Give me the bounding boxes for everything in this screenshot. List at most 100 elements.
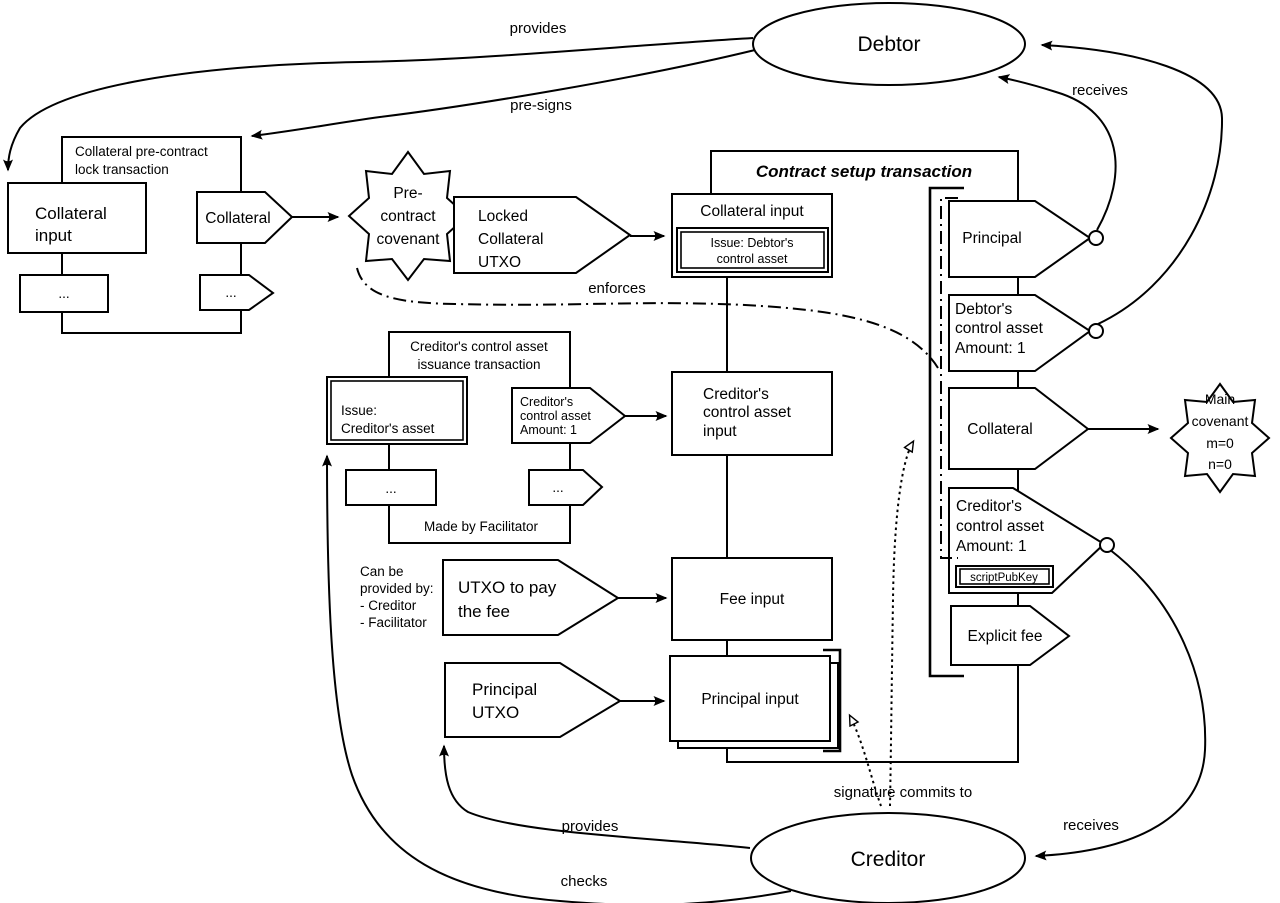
main-covenant-star [1169, 382, 1271, 494]
receives-top-label: receives [1072, 82, 1128, 99]
locked-utxo-3: UTXO [478, 254, 521, 271]
fee-note-1: Can be [360, 564, 404, 579]
made-by-facilitator-label: Made by Facilitator [424, 519, 539, 534]
lock-dots-box [19, 274, 109, 313]
principal-output-tag [948, 200, 1092, 278]
creditors-control-asset-input-box [671, 371, 833, 456]
signature-commits-outputs-curve [889, 442, 913, 807]
fee-note-4: - Facilitator [360, 615, 427, 630]
issue-debtors-asset-box-inner [680, 231, 825, 269]
lock-collateral-input-1: Collateral [35, 204, 107, 223]
locked-utxo-1: Locked [478, 208, 528, 225]
creditor-checks-curve [322, 454, 792, 903]
lock-collateral-output-tag [196, 191, 294, 244]
principal-utxo-2: UTXO [472, 703, 519, 722]
script-pubkey-label: scriptPubKey [970, 572, 1038, 584]
fee-note-3: - Creditor [360, 598, 417, 613]
pre-contract-covenant-2: contract [380, 208, 436, 225]
issuance-dots-box-label: ... [385, 481, 396, 496]
creditors-output-2: control asset [956, 518, 1045, 535]
setup-collateral-input-title: Collateral input [700, 203, 804, 220]
lock-collateral-input-2: input [35, 226, 72, 245]
creditor-label: Creditor [851, 848, 926, 871]
utxo-to-pay-fee-tag [442, 559, 620, 636]
outputs-bracket [928, 186, 964, 678]
signature-commits-inputs-curve [850, 716, 882, 807]
issuance-asset-output-tag [511, 387, 627, 444]
main-covenant-2: covenant [1192, 413, 1249, 429]
provides-top-label: provides [510, 20, 567, 37]
debtors-asset-output-port [1088, 323, 1104, 339]
main-covenant-1: Main [1205, 391, 1235, 407]
collateral-output-label: Collateral [967, 421, 1032, 438]
issuance-dots-output-tag [528, 469, 604, 506]
debtors-control-asset-output-tag [948, 294, 1092, 372]
creditors-output-1: Creditor's [956, 498, 1022, 515]
checks-label: checks [561, 873, 608, 890]
issuance-dots-tag-label: ... [552, 480, 563, 495]
enforces-label: enforces [588, 280, 646, 297]
issuance-title-1: Creditor's control asset [410, 339, 548, 354]
main-covenant-3: m=0 [1206, 435, 1234, 451]
locked-utxo-2: Collateral [478, 231, 543, 248]
explicit-fee-output-tag [950, 605, 1071, 666]
pre-contract-covenant-3: covenant [377, 231, 441, 248]
lock-dots-box-label: ... [58, 286, 69, 301]
explicit-fee-label: Explicit fee [968, 628, 1043, 645]
receives-bottom-label: receives [1063, 817, 1119, 834]
debtors-output-1: Debtor's [955, 301, 1012, 318]
issue-debtors-2: control asset [717, 252, 788, 266]
creditor-provides-curve [439, 744, 751, 849]
lock-collateral-input-box [7, 182, 147, 254]
utxo-fee-1: UTXO to pay [458, 578, 557, 597]
debtors-output-3: Amount: 1 [955, 340, 1026, 357]
principal-utxo-tag [444, 662, 622, 738]
debtor-label: Debtor [857, 33, 920, 56]
issuance-dots-box [345, 469, 437, 506]
pre-contract-covenant-1: Pre- [393, 185, 422, 202]
debtors-output-2: control asset [955, 320, 1044, 337]
lock-tx-title-2: lock transaction [75, 162, 169, 177]
creditors-input-2: control asset [703, 404, 792, 421]
issuance-title-2: issuance transaction [417, 357, 540, 372]
issue-debtors-1: Issue: Debtor's [711, 236, 794, 250]
creditors-output-3: Amount: 1 [956, 538, 1027, 555]
lock-dots-output-tag [199, 274, 275, 311]
lock-dots-tag-label: ... [225, 285, 236, 300]
signature-commits-label: signature commits to [834, 784, 972, 801]
main-covenant-4: n=0 [1208, 456, 1232, 472]
issuance-asset-tag-1: Creditor's [520, 395, 573, 409]
principal-output-port [1088, 230, 1104, 246]
principal-output-label: Principal [962, 230, 1021, 247]
creditor-ellipse [750, 812, 1026, 903]
principal-input-label: Principal input [701, 691, 799, 708]
fee-note-2: provided by: [360, 581, 434, 596]
principal-utxo-1: Principal [472, 680, 537, 699]
collateral-output-tag [948, 387, 1090, 470]
pre-contract-covenant-star [347, 150, 469, 282]
principal-input-bracket [823, 648, 842, 753]
issue-creditors-2: Creditor's asset [341, 421, 435, 436]
debtor-provides-curve [3, 37, 754, 172]
setup-tx-title: Contract setup transaction [756, 162, 972, 181]
fee-input-label: Fee input [720, 591, 785, 608]
issuance-asset-tag-2: control asset [520, 409, 591, 423]
script-pubkey-box-inner [959, 568, 1050, 585]
creditors-asset-receives-curve [1034, 548, 1207, 861]
principal-input-box [669, 655, 831, 742]
issue-creditors-1: Issue: [341, 403, 377, 418]
locked-collateral-utxo-tag [453, 196, 632, 274]
debtor-ellipse [752, 2, 1026, 86]
creditors-input-1: Creditor's [703, 386, 769, 403]
issuance-asset-tag-3: Amount: 1 [520, 423, 577, 437]
debtors-asset-receives-curve [1040, 40, 1224, 325]
principal-receives-curve [997, 74, 1117, 231]
lock-tx-title-1: Collateral pre-contract [75, 144, 208, 159]
covenant-enforces-curve [356, 267, 939, 369]
creditors-input-3: input [703, 423, 737, 440]
covenant-enforced-outputs-bracket [940, 197, 958, 559]
pre-signs-label: pre-signs [510, 97, 572, 114]
debtor-presigns-curve [250, 49, 756, 140]
